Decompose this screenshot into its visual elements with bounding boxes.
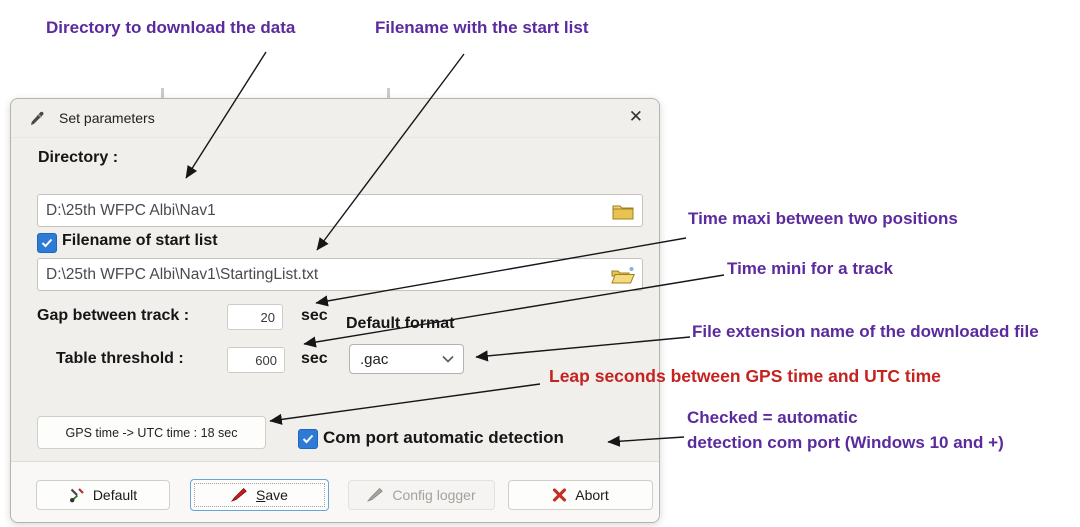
comport-checkbox-label[interactable]: Com port automatic detection	[323, 428, 564, 447]
gap-input[interactable]	[228, 305, 282, 329]
format-dropdown-value: .gac	[360, 350, 389, 368]
save-button-label: Save	[256, 487, 288, 503]
chevron-down-icon	[442, 355, 454, 363]
default-format-label: Default format	[346, 315, 455, 332]
check-icon	[302, 434, 314, 444]
browse-directory-button[interactable]	[609, 199, 637, 224]
abort-button-label: Abort	[575, 487, 609, 503]
gap-label: Gap between track :	[37, 307, 190, 324]
annotation-time-maxi: Time maxi between two positions	[688, 209, 958, 228]
startlist-input[interactable]	[38, 259, 642, 290]
red-x-icon	[553, 488, 567, 502]
gps-utc-time-button[interactable]: GPS time -> UTC time : 18 sec	[37, 416, 266, 449]
startlist-checkbox[interactable]	[37, 233, 57, 253]
folder-open-icon	[611, 267, 635, 284]
threshold-unit-label: sec	[301, 350, 328, 367]
default-button-label: Default	[92, 487, 138, 503]
annotation-file-extension: File extension name of the downloaded fi…	[692, 322, 1039, 341]
browse-startlist-button[interactable]	[609, 263, 637, 288]
config-logger-button[interactable]: Config logger	[348, 480, 495, 510]
threshold-label: Table threshold :	[56, 350, 184, 367]
red-pen-icon	[231, 488, 247, 502]
format-dropdown[interactable]: .gac	[349, 344, 464, 374]
check-icon	[41, 238, 53, 248]
default-button[interactable]: Default	[36, 480, 170, 510]
annotation-filename: Filename with the start list	[375, 18, 589, 37]
gray-pen-icon	[367, 488, 384, 502]
pen-icon	[31, 111, 44, 125]
startlist-checkbox-label[interactable]: Filename of start list	[62, 232, 218, 249]
folder-closed-icon	[612, 205, 634, 219]
threshold-field-box	[227, 347, 285, 373]
comport-checkbox[interactable]	[298, 429, 318, 449]
gap-unit-label: sec	[301, 307, 328, 324]
gps-utc-time-label: GPS time -> UTC time : 18 sec	[65, 425, 238, 440]
abort-button[interactable]: Abort	[508, 480, 653, 510]
config-logger-button-label: Config logger	[392, 487, 476, 503]
save-button[interactable]: Save	[190, 479, 329, 511]
directory-field-box	[37, 194, 643, 227]
close-icon[interactable]: ✕	[628, 107, 643, 126]
dialog-title: Set parameters	[59, 110, 155, 126]
directory-input[interactable]	[38, 195, 642, 226]
set-parameters-dialog: Set parameters ✕ Directory : Filename of…	[10, 98, 660, 523]
tools-icon	[69, 488, 84, 503]
startlist-field-box	[37, 258, 643, 291]
background-tick	[161, 88, 164, 99]
annotation-directory: Directory to download the data	[46, 18, 296, 37]
annotation-com-port-line1: Checked = automatic	[687, 408, 858, 427]
annotation-com-port: Checked = automatic detection com port (…	[687, 405, 1004, 455]
title-bar[interactable]: Set parameters ✕	[11, 99, 659, 138]
annotation-com-port-line2: detection com port (Windows 10 and +)	[687, 433, 1004, 452]
gap-field-box	[227, 304, 283, 330]
annotation-leap-seconds: Leap seconds between GPS time and UTC ti…	[549, 366, 941, 386]
annotation-time-mini: Time mini for a track	[727, 259, 893, 278]
directory-label: Directory :	[38, 149, 119, 166]
threshold-input[interactable]	[228, 348, 284, 372]
